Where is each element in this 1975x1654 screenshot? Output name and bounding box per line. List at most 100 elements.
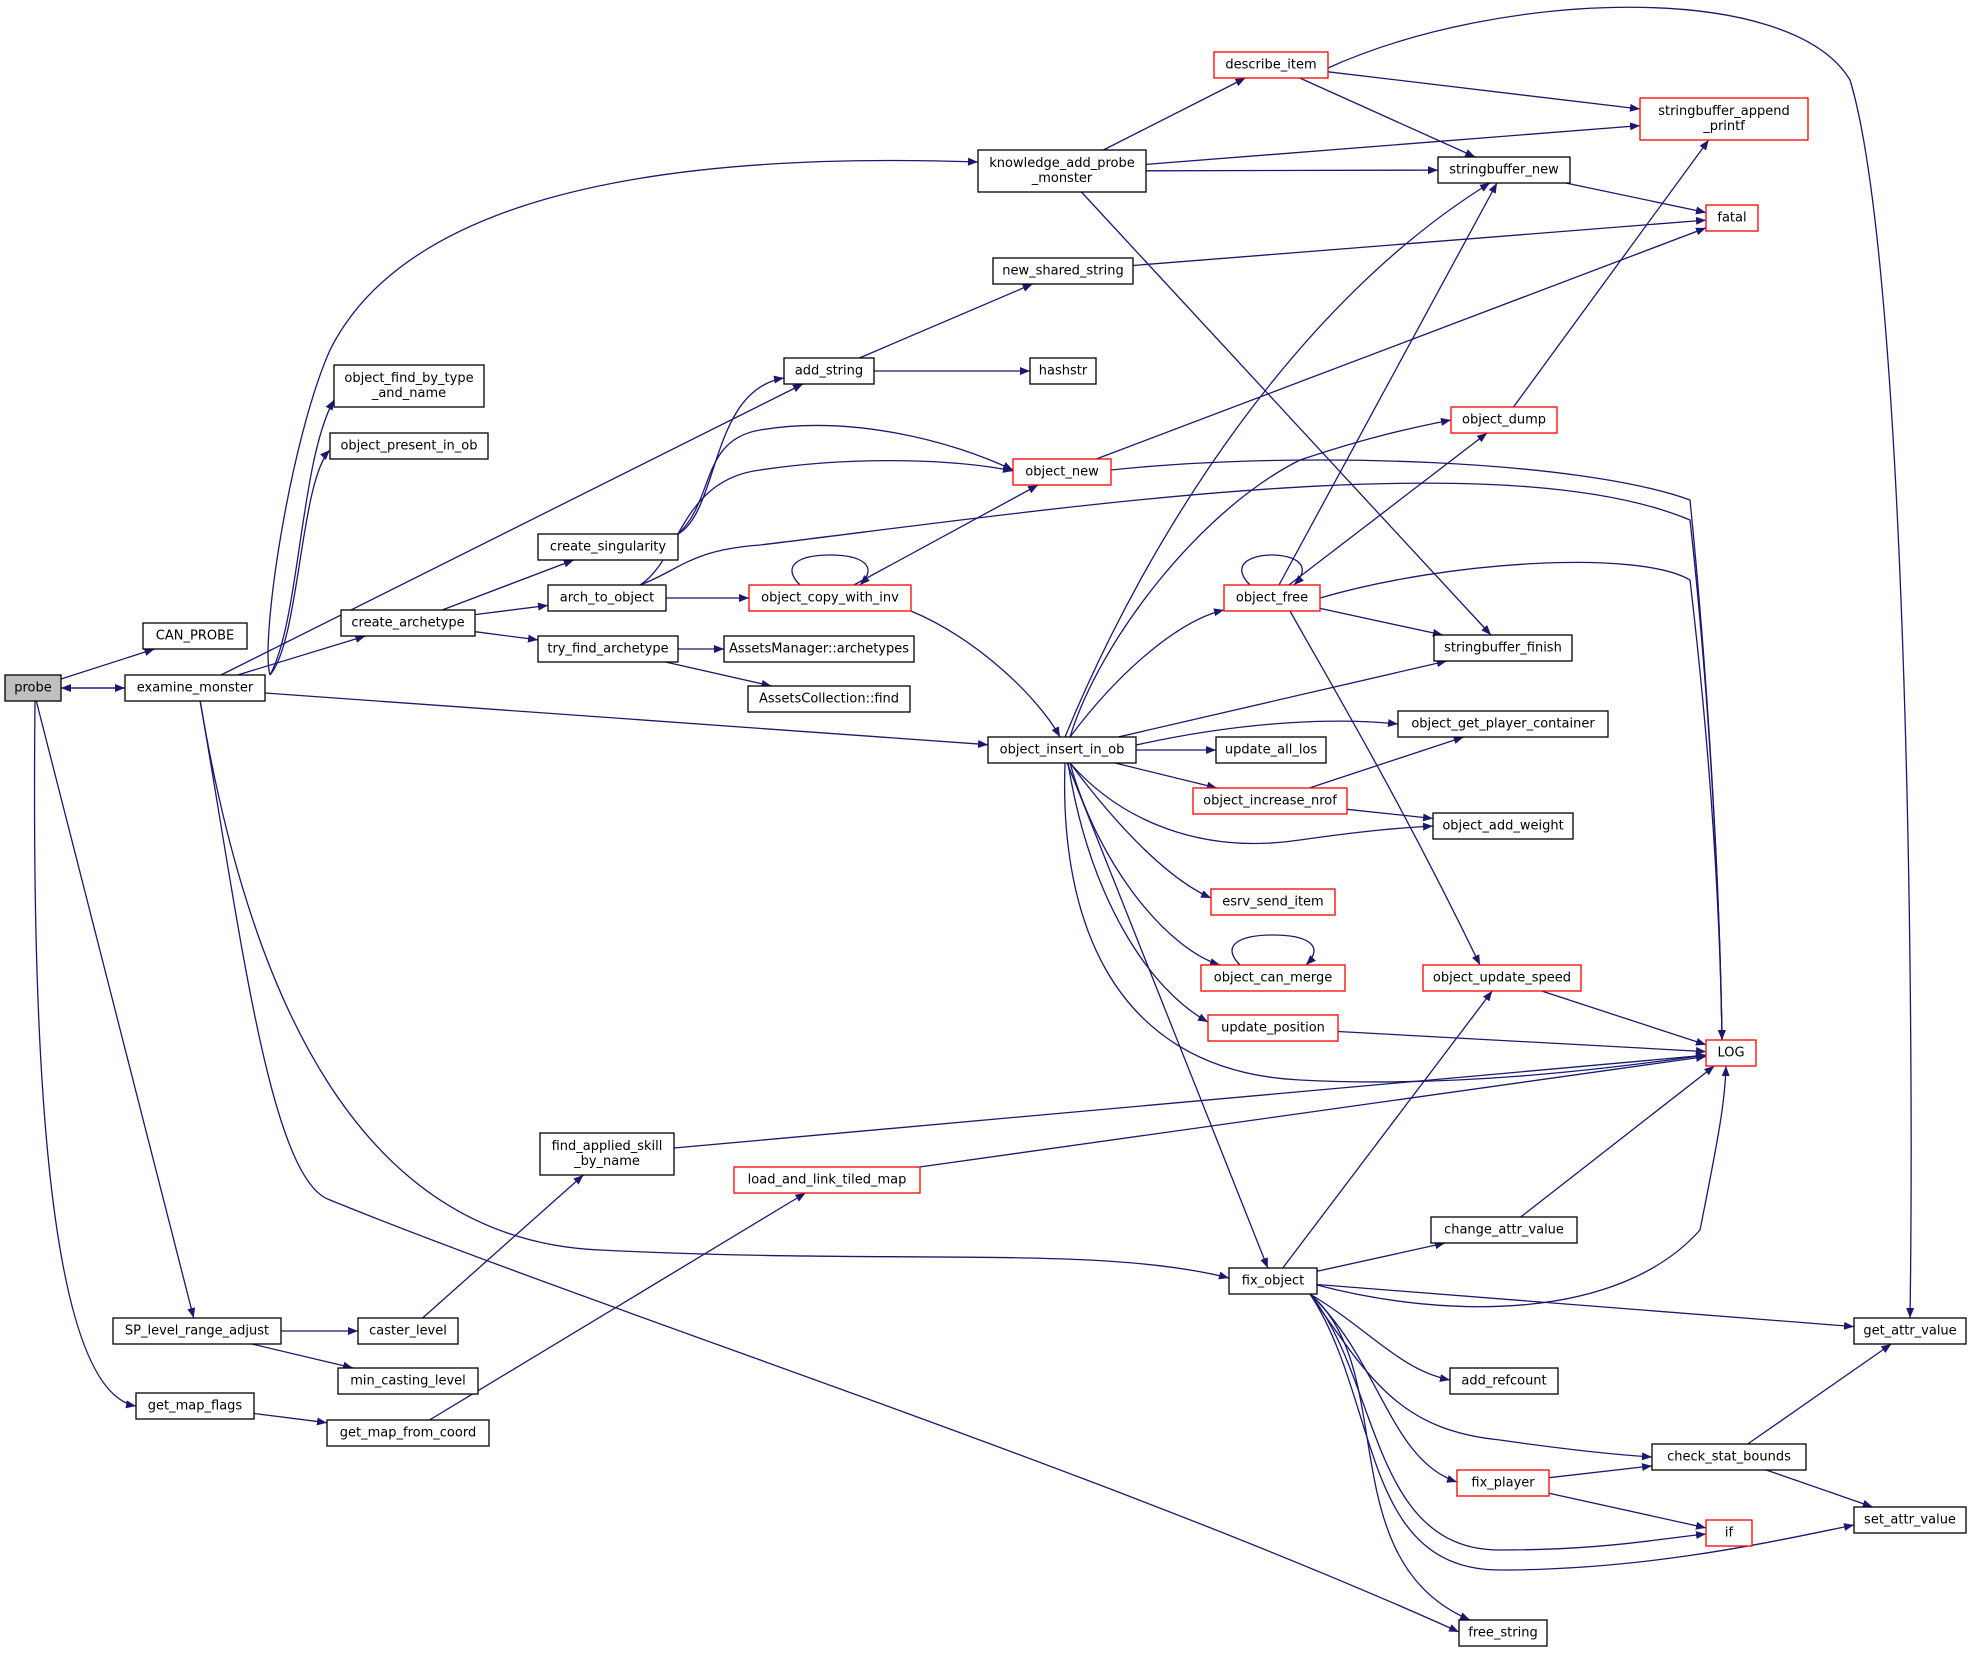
node-label: hashstr — [1039, 364, 1088, 379]
node-min-casting-level[interactable]: min_casting_level — [337, 1367, 479, 1395]
edge-object_insert_in_ob-to-esrv_send_item — [1069, 762, 1212, 899]
node-label: fatal — [1717, 211, 1746, 226]
node-label: _printf — [1702, 119, 1745, 134]
node-label: CAN_PROBE — [156, 629, 234, 644]
node-add-string[interactable]: add_string — [783, 357, 875, 385]
node-new-shared-string[interactable]: new_shared_string — [992, 257, 1134, 285]
node-object-can-merge[interactable]: object_can_merge — [1200, 964, 1346, 992]
edge-update_position-to-log — [1337, 1030, 1707, 1056]
node-change-attr-value[interactable]: change_attr_value — [1430, 1216, 1578, 1244]
node-esrv-send-item[interactable]: esrv_send_item — [1210, 888, 1336, 916]
node-object-find-by-type[interactable]: object_find_by_type_and_name — [333, 364, 485, 408]
edge-arch_to_object-to-object_new — [639, 459, 1014, 586]
edge-object_update_speed-to-log — [1541, 990, 1707, 1046]
edge-line — [677, 424, 1014, 535]
node-can-probe[interactable]: CAN_PROBE — [142, 622, 248, 650]
node-describe-item[interactable]: describe_item — [1213, 51, 1329, 79]
edge-object_increase_nrof-to-object_get_player_container — [1309, 736, 1464, 789]
node-label: get_map_from_coord — [340, 1426, 476, 1441]
edge-line — [1309, 1293, 1458, 1483]
node-label: add_string — [795, 364, 863, 379]
node-try-find-archetype[interactable]: try_find_archetype — [537, 635, 679, 663]
node-get-map-flags[interactable]: get_map_flags — [135, 1392, 255, 1420]
node-examine-monster[interactable]: examine_monster — [124, 674, 266, 702]
node-add-refcount[interactable]: add_refcount — [1449, 1367, 1559, 1395]
node-box — [537, 533, 679, 561]
node-sp-level-range-adjust[interactable]: SP_level_range_adjust — [112, 1317, 282, 1345]
node-object-dump[interactable]: object_dump — [1450, 406, 1558, 434]
node-object-get-player-container[interactable]: object_get_player_container — [1397, 710, 1609, 738]
node-get-attr-value[interactable]: get_attr_value — [1853, 1317, 1967, 1345]
node-probe[interactable]: probe — [4, 674, 62, 702]
node-arch-to-object[interactable]: arch_to_object — [547, 584, 667, 612]
edge-line — [1346, 808, 1434, 822]
edge-line — [251, 1343, 354, 1370]
node-update-position[interactable]: update_position — [1207, 1014, 1339, 1042]
node-label: fix_object — [1242, 1274, 1304, 1289]
node-update-all-los[interactable]: update_all_los — [1215, 736, 1327, 764]
node-stringbuffer-append-printf[interactable]: stringbuffer_append_printf — [1639, 97, 1809, 141]
node-hashstr[interactable]: hashstr — [1029, 357, 1097, 385]
edge-line — [1541, 990, 1707, 1046]
node-box — [333, 364, 485, 408]
node-box — [748, 584, 912, 612]
node-stringbuffer-finish[interactable]: stringbuffer_finish — [1433, 634, 1573, 662]
node-fix-player[interactable]: fix_player — [1456, 1469, 1550, 1497]
edge-fix_object-to-add_refcount — [1309, 1293, 1451, 1382]
node-box — [1639, 97, 1809, 141]
node-load-and-link-tiled-map[interactable]: load_and_link_tiled_map — [733, 1166, 921, 1194]
node-check-stat-bounds[interactable]: check_stat_bounds — [1651, 1443, 1807, 1471]
edge-examine_monster-to-object_present_in_ob — [269, 449, 331, 676]
node-assets-manager-archetypes[interactable]: AssetsManager::archetypes — [723, 635, 915, 663]
node-object-update-speed[interactable]: object_update_speed — [1422, 964, 1582, 992]
node-label: try_find_archetype — [547, 642, 668, 657]
edge-line — [1747, 1343, 1892, 1445]
edge-object_free-to-object_dump — [1288, 432, 1488, 586]
node-find-applied-skill-by-name[interactable]: find_applied_skill_by_name — [539, 1132, 675, 1176]
node-object-new[interactable]: object_new — [1012, 458, 1112, 486]
edge-change_attr_value-to-log — [1520, 1065, 1715, 1218]
edge-knowledge_add_probe_monster-to-stringbuffer_finish — [1080, 191, 1492, 636]
node-object-copy-with-inv[interactable]: object_copy_with_inv — [748, 584, 912, 612]
node-object-increase-nrof[interactable]: object_increase_nrof — [1192, 787, 1348, 815]
node-object-insert-in-ob[interactable]: object_insert_in_ob — [987, 736, 1137, 764]
node-fix-object[interactable]: fix_object — [1228, 1267, 1318, 1295]
edge-examine_monster-to-fix_object — [199, 699, 1230, 1280]
edge-line — [1548, 1463, 1653, 1479]
edge-create_archetype-to-arch_to_object — [474, 602, 549, 616]
node-fatal[interactable]: fatal — [1705, 204, 1759, 232]
node-log[interactable]: LOG — [1705, 1039, 1757, 1067]
edge-line — [1309, 1293, 1653, 1461]
node-box — [1437, 156, 1571, 184]
edge-caster_level-to-find_applied_skill_by_name — [422, 1174, 584, 1319]
edge-get_map_flags-to-get_map_from_coord — [253, 1412, 328, 1426]
edge-line — [1565, 182, 1707, 215]
node-label: LOG — [1717, 1046, 1744, 1061]
node-stringbuffer-new[interactable]: stringbuffer_new — [1437, 156, 1571, 184]
node-set-attr-value[interactable]: set_attr_value — [1853, 1506, 1967, 1534]
node-box — [1705, 1519, 1753, 1547]
edge-line — [1064, 182, 1491, 738]
node-create-singularity[interactable]: create_singularity — [537, 533, 679, 561]
edge-line — [253, 1412, 328, 1426]
node-if[interactable]: if — [1705, 1519, 1753, 1547]
node-object-free[interactable]: object_free — [1223, 584, 1321, 612]
node-create-archetype[interactable]: create_archetype — [340, 609, 476, 637]
node-box — [1456, 1469, 1550, 1497]
node-free-string[interactable]: free_string — [1458, 1619, 1548, 1647]
node-caster-level[interactable]: caster_level — [357, 1317, 459, 1345]
node-object-add-weight[interactable]: object_add_weight — [1432, 812, 1574, 840]
node-box — [1432, 812, 1574, 840]
edge-line — [910, 610, 1061, 738]
node-label: object_insert_in_ob — [1000, 743, 1125, 758]
edge-line — [1145, 166, 1439, 175]
node-knowledge-add-probe-monster[interactable]: knowledge_add_probe_monster — [977, 149, 1147, 193]
edge-line — [1145, 122, 1641, 166]
node-box — [1228, 1267, 1318, 1295]
node-get-map-from-coord[interactable]: get_map_from_coord — [326, 1419, 490, 1447]
node-assets-collection-find[interactable]: AssetsCollection::find — [747, 685, 911, 713]
edge-describe_item-to-stringbuffer_new — [1299, 77, 1476, 158]
node-object-present-in-ob[interactable]: object_present_in_ob — [329, 432, 489, 460]
edge-object_insert_in_ob-to-object_add_weight — [1069, 762, 1434, 845]
